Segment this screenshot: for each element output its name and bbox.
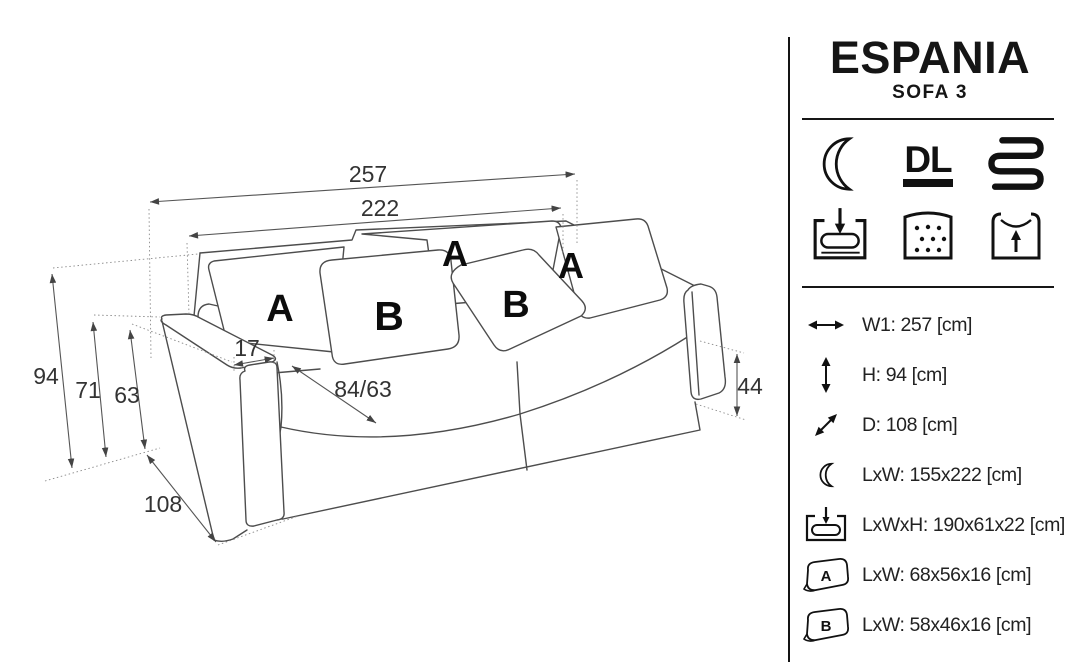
- pillow-b-icon: B: [790, 607, 862, 644]
- left-armrest-back-joint: [197, 303, 219, 318]
- width-arrow-icon: [790, 318, 862, 332]
- spec-row-pillow-a: A LxW: 68x56x16 [cm]: [790, 550, 1070, 600]
- pillow-b-letter: B: [821, 618, 832, 635]
- moon-icon: [790, 458, 862, 492]
- bedding-storage-icon: [790, 506, 862, 544]
- spec-label: LxW: 68x56x16 [cm]: [862, 563, 1032, 586]
- extension-lines: [44, 180, 747, 546]
- pillow-a-letter: A: [821, 568, 832, 585]
- dim-label-width-inner: 222: [361, 195, 399, 221]
- spec-label: D: 108 [cm]: [862, 413, 958, 436]
- dim-line-arm-width: [233, 356, 275, 367]
- left-armrest-top: [160, 313, 277, 369]
- cushion-label-a-left: A: [266, 288, 293, 330]
- seat-split-line: [516, 361, 528, 471]
- spec-label: H: 94 [cm]: [862, 363, 947, 386]
- spec-row-depth: D: 108 [cm]: [790, 400, 1070, 450]
- dim-label-seat-height: 44: [737, 373, 763, 399]
- bedding-storage-icon: [811, 204, 869, 264]
- mattress-springs-icon: [901, 204, 955, 264]
- dim-line-width-total: [149, 171, 576, 205]
- dim-line-width-inner: [188, 205, 562, 239]
- spec-panel: ESPANIA SOFA 3 DL: [790, 0, 1070, 669]
- dim-line-height-arm: [90, 321, 109, 458]
- spec-label: W1: 257 [cm]: [862, 313, 973, 336]
- spec-row-height: H: 94 [cm]: [790, 350, 1070, 400]
- dim-label-height-arm: 71: [75, 377, 101, 403]
- divider-top: [802, 118, 1054, 120]
- dim-label-arm-width: 17: [234, 335, 260, 361]
- moon-icon: [812, 134, 868, 194]
- right-armrest: [683, 283, 727, 401]
- dim-label-height-back: 63: [114, 382, 140, 408]
- seat-left-edge: [276, 361, 283, 428]
- feature-icons: DL: [796, 134, 1060, 264]
- seat-lift-icon: [989, 204, 1043, 264]
- spec-label: LxW: 155x222 [cm]: [862, 463, 1022, 486]
- spec-label: LxWxH: 190x61x22 [cm]: [862, 513, 1065, 536]
- left-armrest-front: [239, 361, 285, 527]
- spec-row-pillow-b: B LxW: 58x46x16 [cm]: [790, 600, 1070, 650]
- cushion-label-a-right: A: [558, 245, 584, 286]
- base-front-edge: [259, 401, 701, 520]
- spring-serpentine-icon: [985, 134, 1047, 194]
- dim-line-height-total: [49, 273, 75, 469]
- pillow-b-right: [450, 248, 586, 352]
- left-armrest-foot: [213, 529, 248, 542]
- right-armrest-seam: [691, 291, 700, 396]
- depth-arrow-icon: [790, 410, 862, 440]
- panel-divider: [788, 37, 790, 662]
- dim-label-seat-depth: 84/63: [334, 376, 392, 402]
- pillow-b-left: [319, 249, 460, 365]
- dim-label-height-total: 94: [33, 363, 59, 389]
- spec-label: LxW: 58x46x16 [cm]: [862, 613, 1032, 636]
- cushion-label-b-left: B: [374, 293, 404, 339]
- spec-row-storage: LxWxH: 190x61x22 [cm]: [790, 500, 1070, 550]
- cushion-label-b-right: B: [502, 284, 529, 326]
- dl-label: DL: [903, 141, 953, 187]
- dl-icon: DL: [903, 134, 953, 194]
- product-title: ESPANIA: [829, 32, 1031, 83]
- sofa-technical-drawing: 257 222 94 71 63 17 84/63 44 108 A B A B…: [33, 161, 763, 546]
- sofa-back-post: [193, 252, 201, 317]
- pillow-a-icon: A: [790, 557, 862, 594]
- height-arrow-icon: [790, 356, 862, 394]
- cushion-label-a-middle: A: [442, 233, 468, 274]
- dim-label-depth: 108: [144, 491, 182, 517]
- dim-line-depth: [146, 454, 217, 543]
- divider-bottom: [802, 286, 1054, 288]
- spec-row-sleeping-area: LxW: 155x222 [cm]: [790, 450, 1070, 500]
- dim-line-seat-depth: [291, 365, 377, 424]
- dim-line-height-back: [127, 329, 148, 450]
- back-cushion-a-right: [555, 218, 669, 319]
- spec-list: W1: 257 [cm] H: 94 [cm] D: 108 [cm] LxW:…: [790, 300, 1070, 650]
- dim-label-width-total: 257: [349, 161, 387, 187]
- product-subtitle: SOFA 3: [892, 82, 968, 103]
- spec-row-width: W1: 257 [cm]: [790, 300, 1070, 350]
